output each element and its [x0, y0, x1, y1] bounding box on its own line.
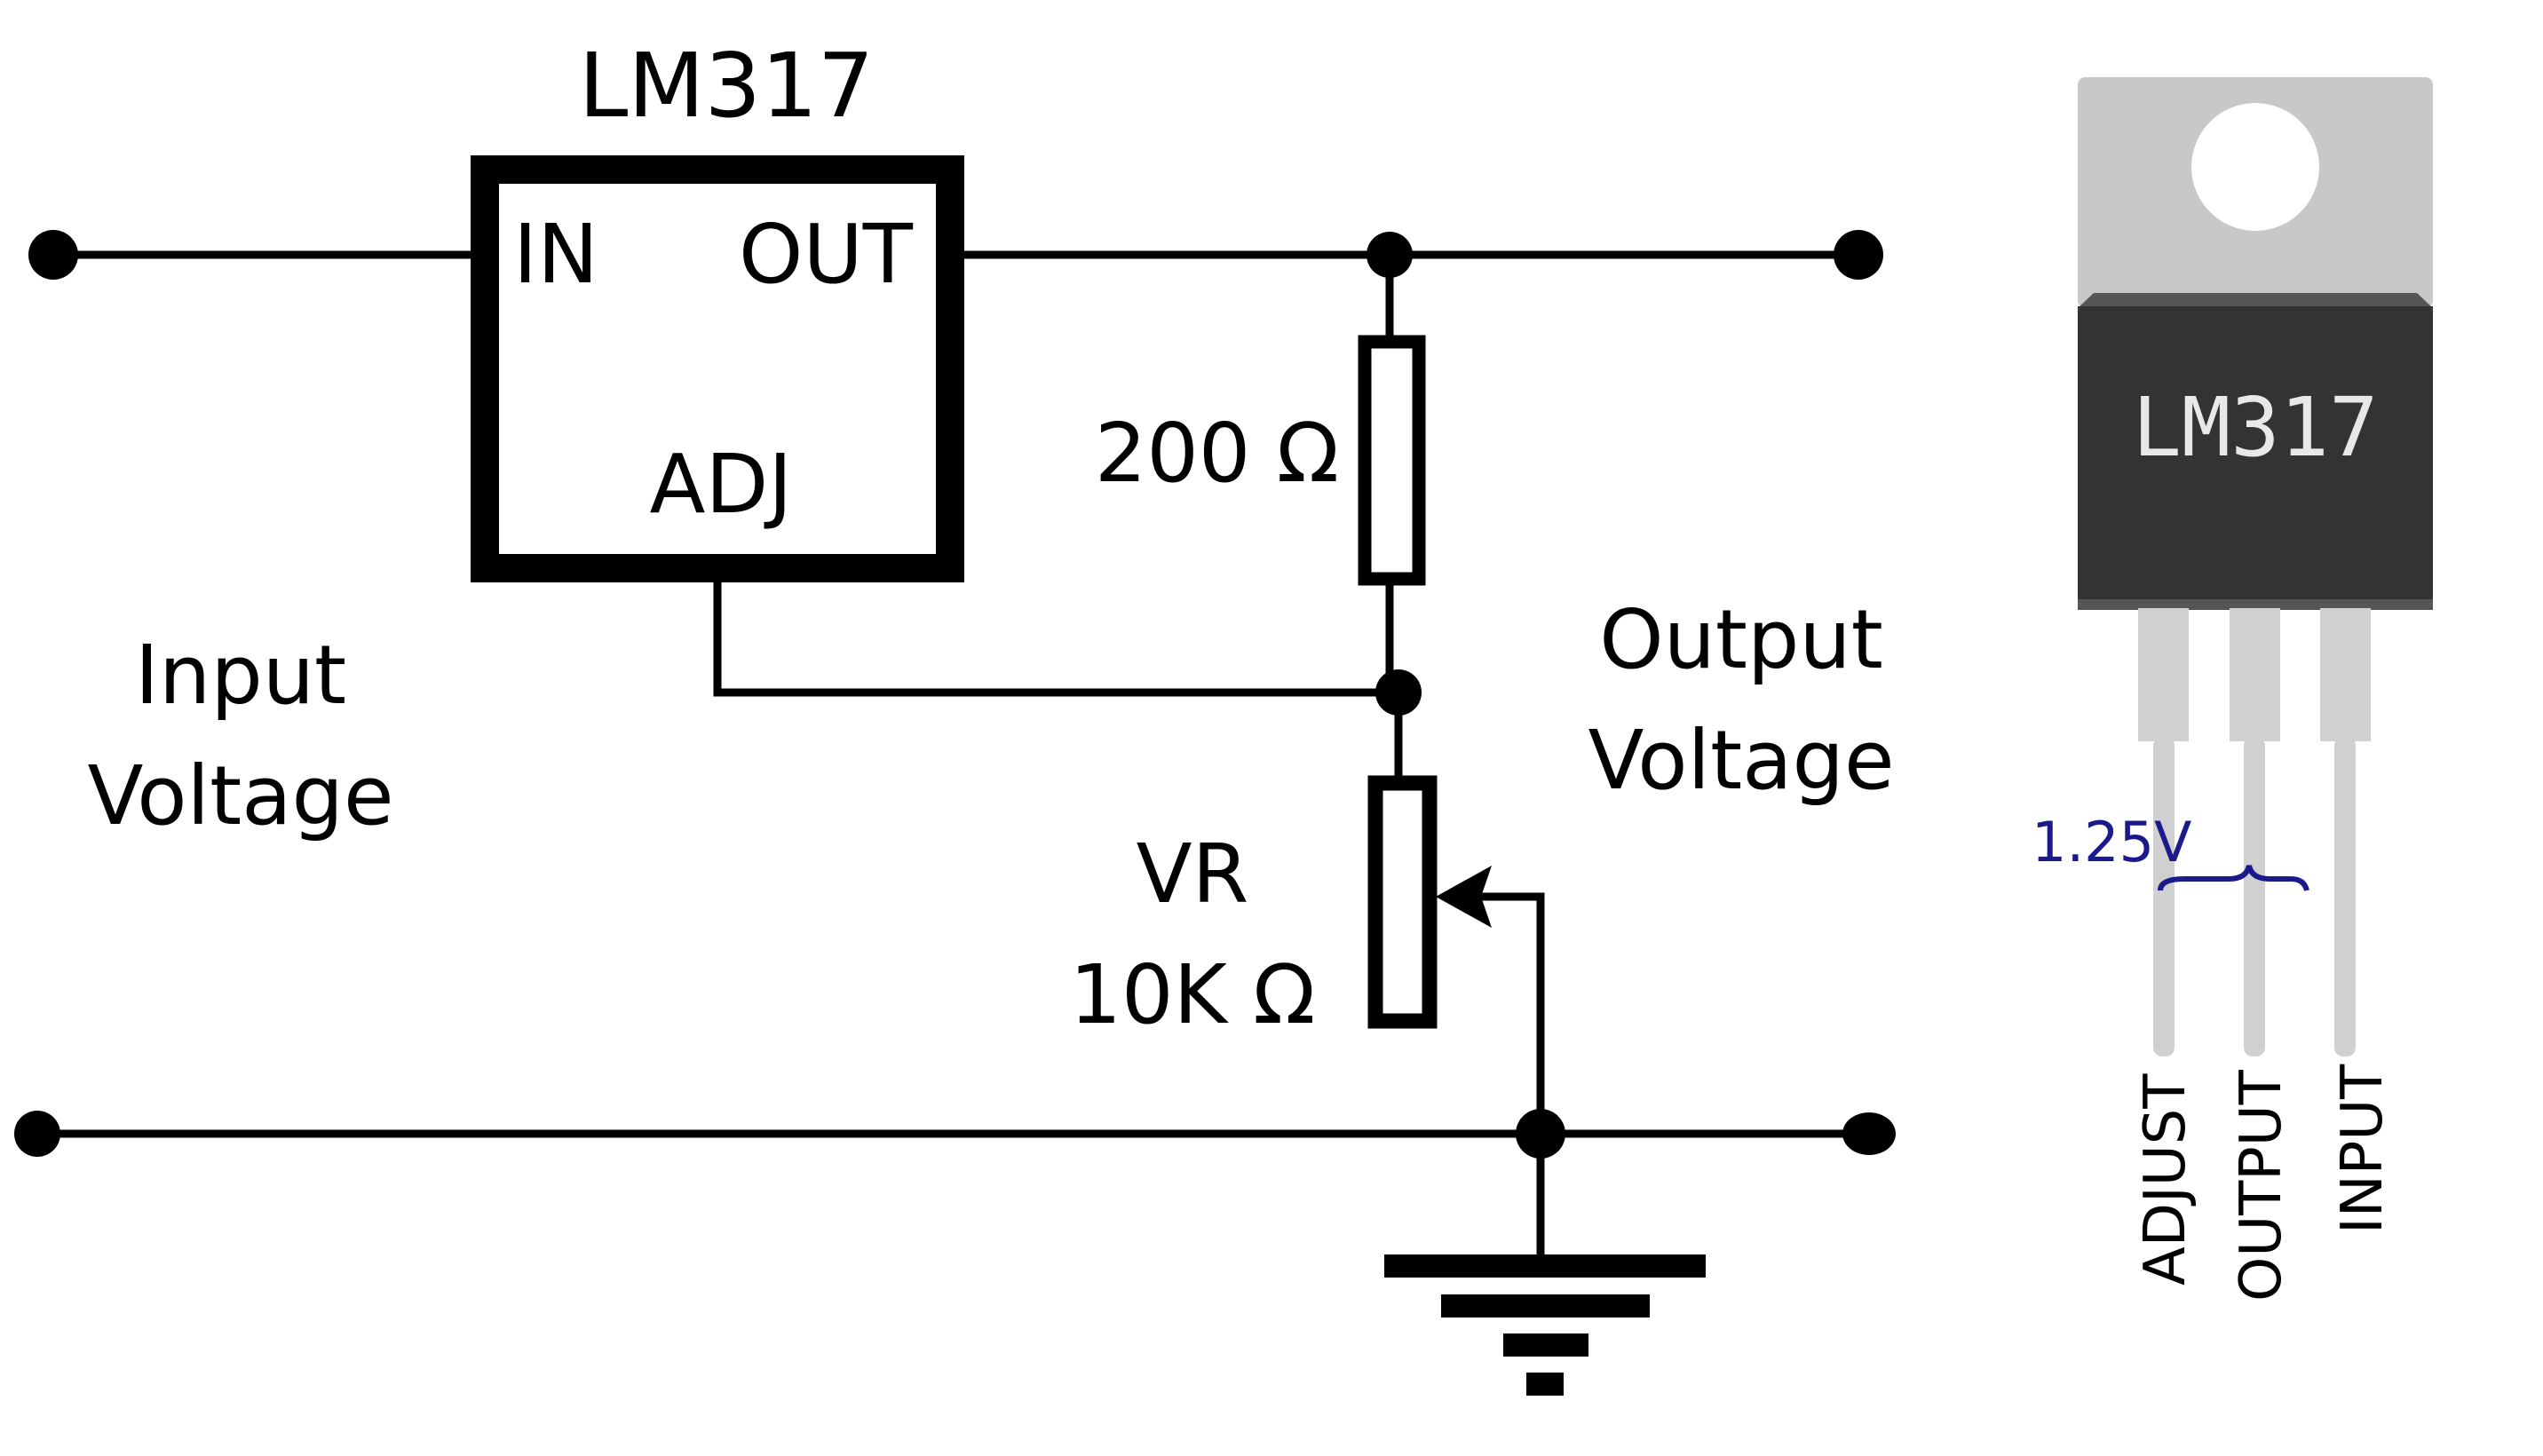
junction-adj — [1375, 669, 1422, 716]
terminals — [14, 230, 1896, 1159]
pin-adj-label: ADJ — [650, 437, 793, 532]
mounting-hole-icon — [2191, 103, 2319, 231]
pin-label-input: INPUT — [2330, 1064, 2396, 1234]
pin-input-tail — [2334, 737, 2356, 1056]
package-body — [2078, 306, 2433, 608]
package-body-edge — [2078, 599, 2433, 610]
input-terminal-bottom — [14, 1111, 60, 1157]
pin-adjust-tail — [2153, 737, 2175, 1056]
input-voltage-label-line1: Input — [135, 628, 346, 723]
input-terminal-top — [28, 230, 78, 280]
lm317-symbol-box — [471, 155, 964, 582]
junction-ground — [1516, 1109, 1565, 1159]
pin-label-adjust: ADJUST — [2133, 1073, 2198, 1286]
potentiometer-symbol — [1367, 775, 1438, 1029]
pin-output-lead — [2230, 608, 2280, 741]
output-terminal-top — [1834, 230, 1883, 280]
wire-adj — [713, 571, 1403, 697]
to220-package: LM317 1.25V ADJUST OUTPUT INPUT — [2032, 77, 2433, 1302]
pin-out-label: OUT — [739, 207, 914, 302]
output-voltage-label-line2: Voltage — [1588, 713, 1894, 808]
brace-icon — [2158, 865, 2309, 891]
input-voltage-label-line2: Voltage — [87, 748, 393, 843]
voltage-annotation: 1.25V — [2032, 810, 2191, 874]
wire-pot-wiper — [1452, 892, 1545, 1265]
resistor-value-label: 200 Ω — [1095, 406, 1339, 501]
schematic — [33, 250, 1869, 1265]
output-terminal-bottom — [1842, 1112, 1896, 1155]
pot-value-label: 10K Ω — [1070, 947, 1316, 1042]
resistor-200-symbol — [1358, 335, 1426, 586]
package-body-bevel — [2078, 293, 2433, 308]
ground-icon — [1384, 1254, 1706, 1396]
junction-out — [1367, 232, 1413, 278]
pin-output-tail — [2244, 737, 2265, 1056]
package-pins — [2138, 608, 2371, 1056]
pin-in-label: IN — [513, 207, 598, 302]
pin-label-output: OUTPUT — [2229, 1069, 2294, 1302]
pin-input-lead — [2320, 608, 2371, 741]
regulator-title: LM317 — [579, 34, 875, 138]
pin-adjust-lead — [2138, 608, 2189, 741]
wiper-arrow-icon — [1436, 866, 1492, 928]
pot-name-label: VR — [1137, 827, 1249, 922]
package-body-label: LM317 — [2133, 380, 2379, 475]
output-voltage-label-line1: Output — [1599, 592, 1883, 687]
